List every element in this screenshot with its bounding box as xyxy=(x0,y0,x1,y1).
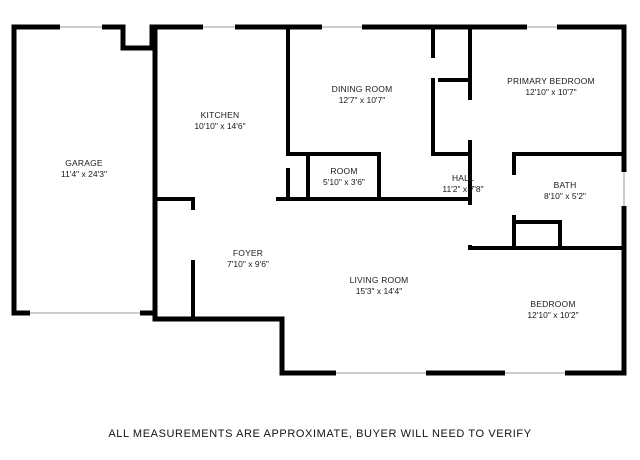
bedroom2-door xyxy=(466,205,473,245)
room-name: BEDROOM xyxy=(530,299,575,309)
room-dimensions: 12'10" x 10'2" xyxy=(527,310,578,320)
room-bath: BATH 8'10" x 5'2" xyxy=(544,180,586,201)
room-kitchen: KITCHEN 10'10" x 14'6" xyxy=(194,110,245,131)
room-name: GARAGE xyxy=(65,158,103,168)
room-dimensions: 10'10" x 14'6" xyxy=(194,121,245,131)
room-dimensions: 15'3" x 14'4" xyxy=(356,286,403,296)
room-hall: HALL 11'2" x 7'8" xyxy=(442,173,483,194)
foyer-opening xyxy=(200,196,276,203)
room-name: FOYER xyxy=(233,248,263,258)
foyer-door xyxy=(190,210,197,260)
interior-wall xyxy=(153,25,626,317)
room-name: BATH xyxy=(554,180,577,190)
bath-window xyxy=(621,172,628,206)
room-foyer: FOYER 7'10" x 9'6" xyxy=(227,248,269,269)
room-name: DINING ROOM xyxy=(332,84,393,94)
room-dimensions: 12'7" x 10'7" xyxy=(339,95,386,105)
room-dimensions: 7'10" x 9'6" xyxy=(227,259,269,269)
bath-door xyxy=(510,175,517,215)
room-name: KITCHEN xyxy=(201,110,240,120)
room-garage: GARAGE 11'4" x 24'3" xyxy=(61,158,107,179)
room-dimensions: 11'2" x 7'8" xyxy=(442,184,483,194)
room-name: ROOM xyxy=(330,166,357,176)
opening-lines xyxy=(30,26,625,374)
room-bedroom: BEDROOM 12'10" x 10'2" xyxy=(527,299,578,320)
room-primary-bedroom: PRIMARY BEDROOM 12'10" x 10'7" xyxy=(507,76,595,97)
room-name: HALL xyxy=(452,173,474,183)
bedroom-door xyxy=(466,100,473,140)
window-line xyxy=(30,26,625,374)
disclaimer-text: ALL MEASUREMENTS ARE APPROXIMATE, BUYER … xyxy=(108,428,532,440)
room-dimensions: 12'10" x 10'7" xyxy=(525,87,576,97)
room-name: PRIMARY BEDROOM xyxy=(507,76,595,86)
room-name: LIVING ROOM xyxy=(350,275,409,285)
room-dimensions: 5'10" x 3'6" xyxy=(323,177,365,187)
room-dining: DINING ROOM 12'7" x 10'7" xyxy=(332,84,393,105)
room-small: ROOM 5'10" x 3'6" xyxy=(323,166,365,187)
room-dimensions: 11'4" x 24'3" xyxy=(61,169,107,179)
garage-window xyxy=(60,24,102,31)
room-dimensions: 8'10" x 5'2" xyxy=(544,191,586,201)
room-living: LIVING ROOM 15'3" x 14'4" xyxy=(350,275,409,296)
closet-door xyxy=(430,58,437,78)
